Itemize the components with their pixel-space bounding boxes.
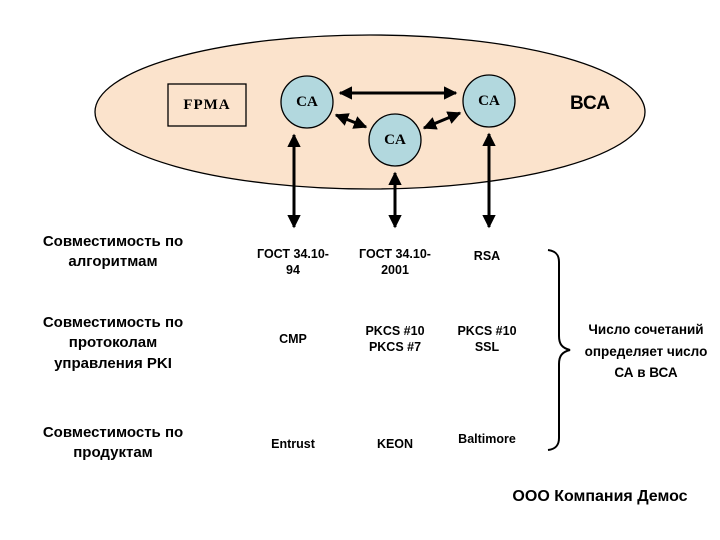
cell-algorithm-col3: RSA	[473, 249, 501, 263]
row-label-products: Совместимость по продуктам	[42, 424, 184, 462]
cell-protocol-col3: PKCS #10 SSL	[457, 324, 517, 355]
ca-circle-right	[462, 74, 516, 128]
ca-circle-middle	[368, 113, 422, 167]
arrow-ca-left-middle	[334, 113, 368, 129]
cell-algorithm-col2: ГОСТ 34.10- 2001	[359, 247, 431, 278]
bca-ellipse	[94, 34, 646, 190]
cell-product-col1: Entrust	[271, 437, 315, 451]
ca-label-left: CA	[296, 94, 318, 110]
ca-label-middle: CA	[384, 132, 406, 148]
curly-brace	[547, 249, 571, 451]
row-label-algorithms: Совместимость по алгоритмам	[42, 233, 184, 271]
fpma-box	[167, 83, 247, 127]
cell-product-col2: KEON	[376, 437, 414, 451]
cell-protocol-col2: PKCS #10 PKCS #7	[365, 324, 425, 355]
arrow-ca-middle-right	[422, 111, 462, 130]
cell-product-col3: Baltimore	[458, 432, 516, 446]
footer-company: ООО Компания Демос	[512, 488, 688, 505]
ca-label-right: CA	[478, 93, 500, 109]
cell-protocol-col1: CMP	[279, 332, 307, 346]
brace-note: Число сочетаний определяет число СА в ВС…	[584, 322, 708, 381]
bca-label: ВСА	[570, 93, 610, 114]
row-label-protocols: Совместимость по протоколам управления P…	[42, 314, 184, 372]
fpma-label: FPMA	[183, 97, 231, 113]
ca-circle-left	[280, 75, 334, 129]
cell-algorithm-col1: ГОСТ 34.10- 94	[257, 247, 329, 278]
